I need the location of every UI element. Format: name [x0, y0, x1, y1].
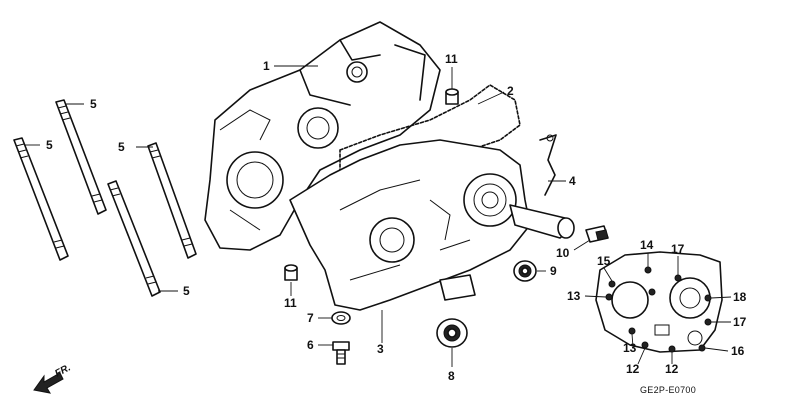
- callout-5-b: 5: [46, 138, 53, 152]
- callout-1: 1: [263, 59, 270, 73]
- callout-17-b: 17: [733, 315, 747, 329]
- callout-13-b: 13: [623, 341, 637, 355]
- stud-bolt-2: [13, 137, 69, 261]
- clip: [585, 225, 609, 243]
- left-crankcase: [204, 21, 441, 251]
- callout-6: 6: [307, 338, 314, 352]
- right-crankcase: [289, 139, 575, 311]
- leader-lines: [24, 65, 732, 367]
- stud-bolt-3: [107, 180, 161, 297]
- callout-16: 16: [731, 344, 745, 358]
- stud-bolt-4: [147, 142, 197, 259]
- stud-bolt-1: [55, 99, 107, 215]
- washer: [331, 311, 351, 325]
- bolt: [332, 341, 350, 365]
- callout-8: 8: [448, 369, 455, 383]
- callout-12-a: 12: [626, 362, 640, 376]
- front-direction-arrow: FR.: [33, 362, 73, 394]
- callout-11-b: 11: [284, 296, 297, 310]
- callout-15: 15: [597, 254, 611, 268]
- callout-14: 14: [640, 238, 654, 252]
- front-label: FR.: [53, 362, 72, 379]
- callout-labels: 1 2 3 4 5 5 5 5 6 7 8 9 10 11 11 12 12 1…: [46, 52, 747, 383]
- bracket: [539, 134, 557, 196]
- callout-3: 3: [377, 342, 384, 356]
- oil-seal-small: [513, 260, 537, 282]
- callout-12-b: 12: [665, 362, 679, 376]
- side-cover-gasket: [595, 251, 723, 353]
- callout-17-a: 17: [671, 242, 685, 256]
- callout-18: 18: [733, 290, 747, 304]
- callout-9: 9: [550, 264, 557, 278]
- oil-seal-large: [436, 318, 468, 348]
- diagram-code: GE2P-E0700: [640, 385, 696, 395]
- dowel-pin-upper: [445, 88, 459, 105]
- callout-11-a: 11: [445, 52, 458, 66]
- cover-bolts: [605, 266, 712, 353]
- callout-5-a: 5: [90, 97, 97, 111]
- callout-2: 2: [507, 84, 514, 98]
- callout-10: 10: [556, 246, 570, 260]
- dowel-pin-lower: [284, 264, 298, 281]
- callout-7: 7: [307, 311, 314, 325]
- callout-13-a: 13: [567, 289, 581, 303]
- callout-5-c: 5: [118, 140, 125, 154]
- callout-5-d: 5: [183, 284, 190, 298]
- callout-4: 4: [569, 174, 576, 188]
